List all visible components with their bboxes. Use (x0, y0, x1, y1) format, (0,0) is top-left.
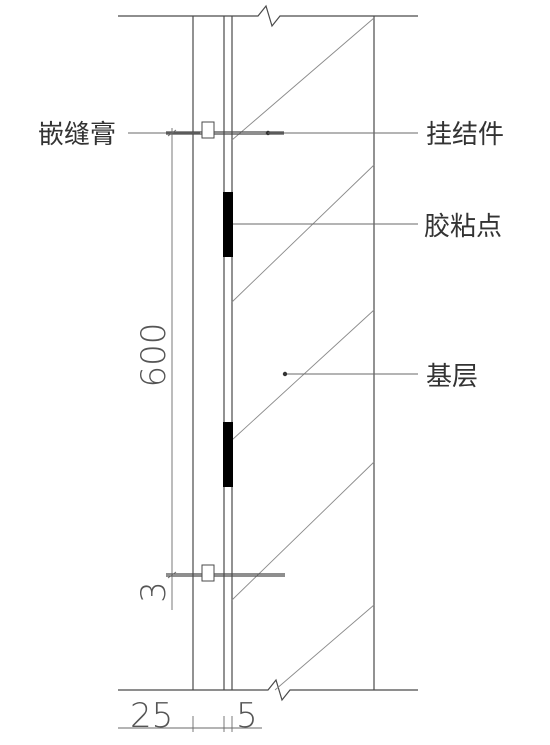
dim-board: 25 (130, 696, 173, 736)
horizontal-dimension (118, 716, 262, 732)
hanger-bottom (166, 564, 285, 582)
adhesive-dot-upper (223, 192, 233, 257)
hanger-top (166, 121, 284, 139)
dim-gap: 3 (134, 581, 174, 603)
dim-spacing: 600 (134, 323, 174, 388)
label-caulk: 嵌缝膏 (38, 120, 116, 150)
label-hanger: 挂结件 (426, 120, 504, 150)
top-break-line (118, 4, 418, 28)
label-adhesive-dot: 胶粘点 (424, 212, 502, 242)
bottom-break-line (118, 678, 418, 702)
label-substrate: 基层 (426, 362, 478, 392)
leader-substrate (282, 371, 418, 377)
substrate-hatch (231, 17, 375, 691)
adhesive-dot-lower (223, 422, 233, 487)
dim-layer: 5 (236, 696, 258, 736)
